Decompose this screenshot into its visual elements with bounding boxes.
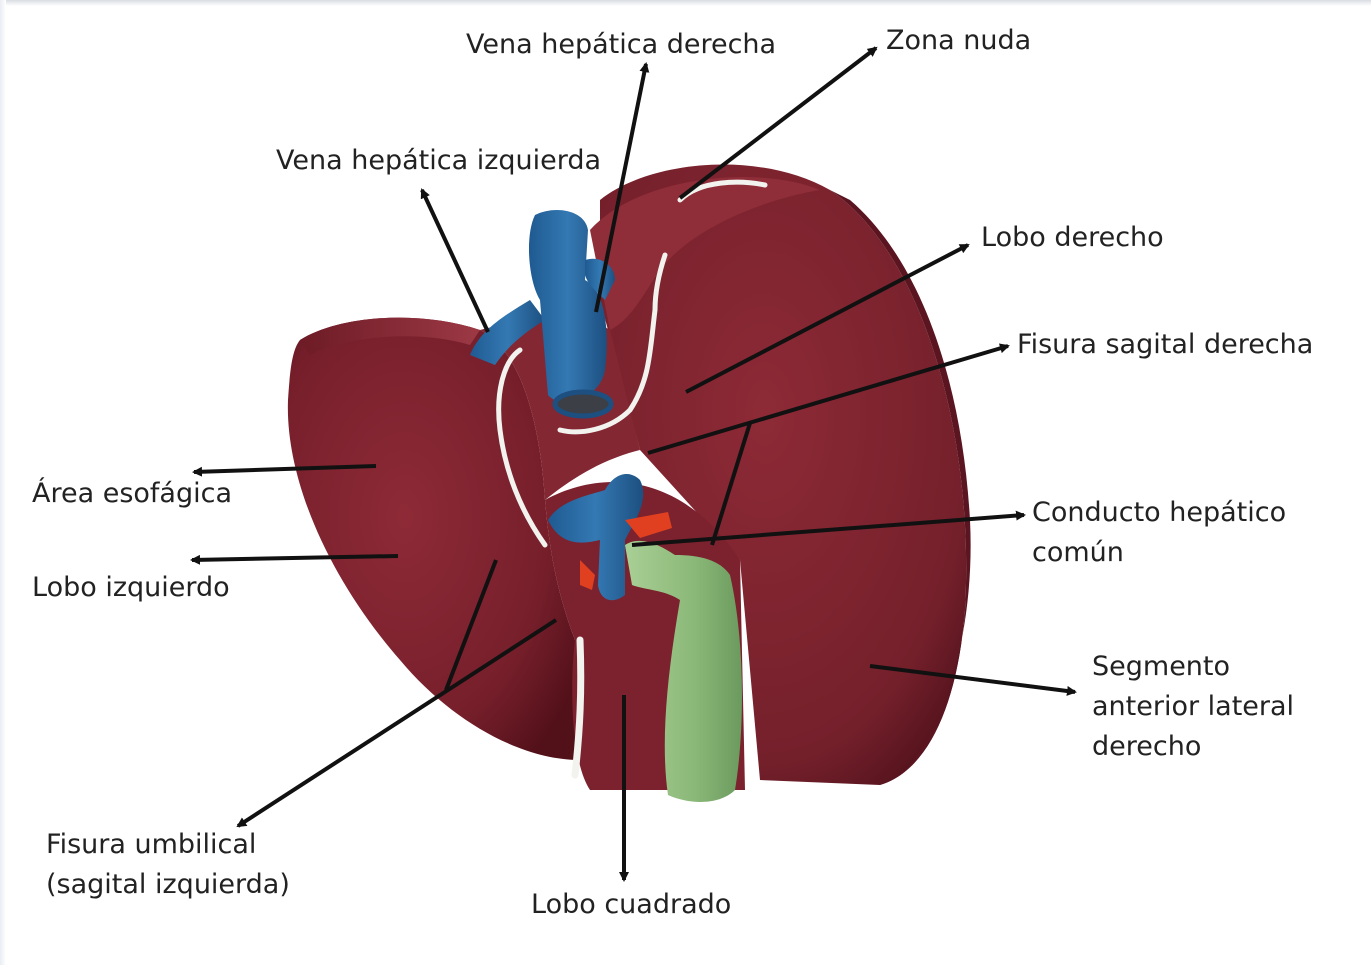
label-fisura-sagital-derecha: Fisura sagital derecha [1017,325,1313,365]
label-fisura-umbilical: Fisura umbilical (sagital izquierda) [46,825,290,905]
label-vena-hepatica-izquierda: Vena hepática izquierda [276,141,601,181]
arrow-vena-hepatica-izquierda [422,190,488,332]
label-segmento-anterior-lateral-derecho: Segmento anterior lateral derecho [1092,647,1294,767]
label-vena-hepatica-derecha: Vena hepática derecha [466,25,776,65]
label-lobo-derecho: Lobo derecho [981,218,1164,258]
liver-model-illustration [288,165,971,802]
label-conducto-hepatico-comun: Conducto hepático común [1032,493,1286,573]
vena-cava-opening [555,392,611,416]
label-zona-nuda: Zona nuda [886,21,1031,61]
label-lobo-izquierdo: Lobo izquierdo [32,568,230,608]
label-lobo-cuadrado: Lobo cuadrado [531,885,731,925]
label-area-esofagica: Área esofágica [32,474,232,514]
